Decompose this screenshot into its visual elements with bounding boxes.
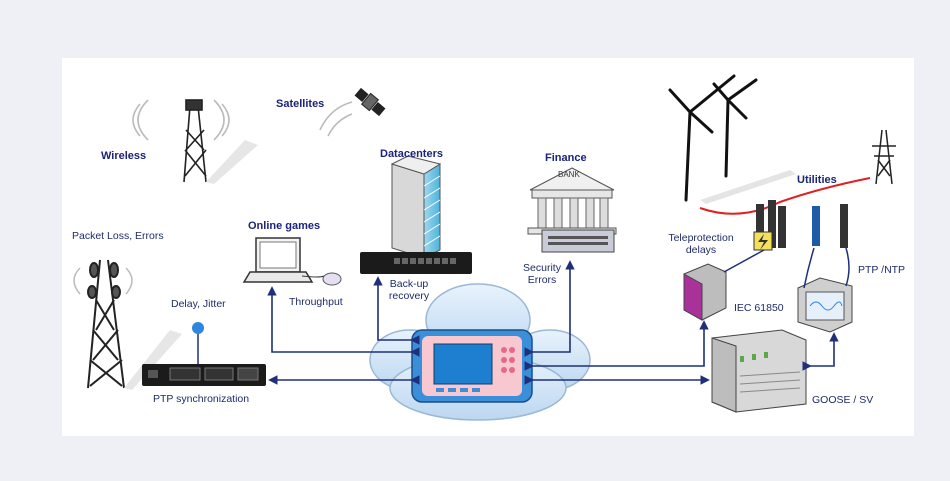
power-pylon-icon bbox=[872, 129, 896, 185]
clock-icon bbox=[192, 322, 204, 334]
teleprotection-label-line1: Teleprotection bbox=[668, 232, 734, 244]
wireless-tower-icon bbox=[132, 99, 258, 184]
connection-arrows bbox=[267, 260, 839, 385]
tester-screen bbox=[433, 343, 493, 385]
iec-61850-label: IEC 61850 bbox=[734, 302, 784, 314]
backup-label-line2: recovery bbox=[388, 290, 430, 302]
delay-jitter-label: Delay, Jitter bbox=[171, 298, 226, 310]
goose-sv-label: GOOSE / SV bbox=[812, 394, 874, 406]
satellite-icon bbox=[319, 87, 386, 137]
packet-loss-label: Packet Loss, Errors bbox=[72, 230, 164, 242]
ptp-ntp-label: PTP /NTP bbox=[858, 264, 906, 276]
bank-sign: BANK bbox=[558, 170, 580, 179]
ptp-ntp-device-icon bbox=[797, 247, 853, 333]
teleprotection-label-line2: delays bbox=[685, 244, 717, 256]
laptop-icon bbox=[242, 237, 342, 286]
throughput-label: Throughput bbox=[289, 296, 343, 308]
cell-tower-icon bbox=[73, 259, 182, 390]
security-label-line1: Security bbox=[523, 262, 561, 274]
lightning-icon bbox=[753, 231, 773, 251]
security-appliance-icon bbox=[541, 229, 615, 253]
online-games-label: Online games bbox=[248, 220, 321, 232]
bank-icon bbox=[527, 167, 617, 253]
utilities-label: Utilities bbox=[797, 174, 837, 186]
ptp-grandmaster-device bbox=[142, 322, 266, 386]
substation-cabinet-icon bbox=[711, 329, 807, 413]
datacenters-label: Datacenters bbox=[380, 148, 443, 160]
datacenter-building-icon bbox=[360, 155, 472, 274]
ptp-sync-label: PTP synchronization bbox=[153, 393, 250, 405]
network-tester-device bbox=[411, 329, 533, 403]
security-label-line2: Errors bbox=[527, 274, 557, 286]
teleprotection-relay-icon bbox=[683, 249, 765, 321]
wind-turbine-icon bbox=[668, 74, 796, 204]
satellites-label: Satellites bbox=[276, 98, 325, 110]
insulator-icon bbox=[756, 200, 848, 248]
wireless-label: Wireless bbox=[101, 150, 147, 162]
finance-label: Finance bbox=[545, 152, 587, 164]
backup-label-line1: Back-up bbox=[389, 278, 429, 290]
power-line bbox=[699, 177, 871, 215]
